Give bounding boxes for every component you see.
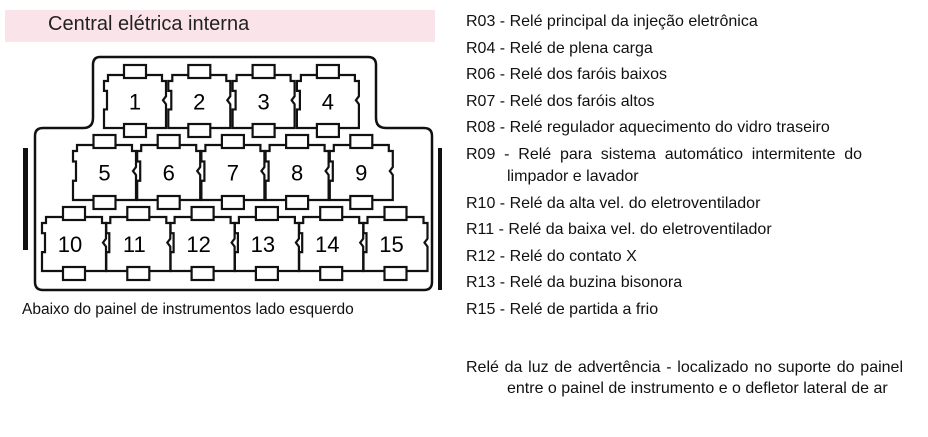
legend-item: R08 - Relé regulador aquecimento do vidr… [466, 119, 830, 137]
relay-terminal-tab [315, 122, 340, 139]
relay-terminal-tab [156, 194, 181, 211]
relay-terminal-tab [126, 205, 151, 222]
relay-terminal-tab [122, 122, 148, 139]
relay-terminal-tab [187, 122, 212, 139]
relay-terminal-tab [383, 265, 408, 282]
legend-item: R15 - Relé de partida a frio [466, 300, 659, 318]
relay-legend: R03 - Relé principal da injeção eletrôni… [466, 11, 862, 326]
relay-number: 7 [227, 161, 239, 186]
relay-terminal-tab [251, 122, 276, 139]
relay-terminal-tab [383, 205, 408, 222]
relay-terminal-tab [92, 133, 117, 150]
relay-number: 8 [291, 161, 303, 186]
relay-terminal-tab [220, 194, 245, 211]
title-band [5, 10, 435, 42]
legend-item: R12 - Relé do contato X [466, 247, 637, 265]
right-clip [438, 148, 442, 290]
relay-terminal-tab [61, 205, 87, 222]
legend-item: R04 - Relé de plena carga [466, 39, 653, 57]
relay-slot-12: 12 [169, 205, 236, 282]
relay-slot-4: 4 [295, 63, 360, 139]
relay-terminal-tab [315, 63, 340, 80]
relay-number: 9 [355, 161, 367, 186]
relay-slot-1: 1 [102, 63, 168, 139]
relay-terminal-tab [349, 133, 374, 150]
relay-terminal-tab [254, 205, 279, 222]
relay-terminal-tab [319, 265, 344, 282]
relay-number: 6 [163, 161, 175, 186]
page-title: Central elétrica interna [48, 13, 250, 35]
relay-number: 12 [186, 232, 210, 257]
legend-item: R11 - Relé da baixa vel. do eletroventil… [466, 221, 772, 239]
warning-relay-note: Relé da luz de advertência - localizado … [466, 359, 903, 397]
relay-slot-6: 6 [136, 133, 202, 211]
relay-slot-14: 14 [298, 205, 365, 282]
relay-terminal-tab [251, 63, 276, 80]
relay-slot-8: 8 [264, 133, 330, 211]
relay-terminal-tab [61, 265, 87, 282]
relay-terminal-tab [190, 265, 215, 282]
legend-item: R07 - Relé dos faróis altos [466, 92, 655, 110]
relay-number: 11 [123, 232, 146, 257]
relay-slot-15: 15 [362, 205, 429, 282]
relay-terminal-tab [126, 265, 151, 282]
relay-slot-10: 10 [40, 205, 108, 282]
relay-number: 4 [322, 90, 334, 115]
relay-terminal-tab [190, 205, 215, 222]
relay-terminal-tab [122, 63, 148, 80]
relay-terminal-tab [349, 194, 374, 211]
relay-terminal-tab [285, 133, 310, 150]
relay-terminal-tab [92, 194, 117, 211]
legend-item: R09 - Relé para sistema automático inter… [466, 145, 862, 185]
legend-item: R06 - Relé dos faróis baixos [466, 66, 667, 84]
housing-outline [33, 55, 434, 292]
relay-slot-2: 2 [167, 63, 232, 139]
relay-terminal-tab [254, 265, 279, 282]
relay-slot-7: 7 [200, 133, 266, 211]
relay-number: 13 [251, 232, 275, 257]
legend-item: R10 - Relé da alta vel. do eletroventila… [466, 194, 761, 212]
relay-terminal-tab [285, 194, 310, 211]
relay-terminal-tab [187, 63, 212, 80]
relay-terminal-tab [220, 133, 245, 150]
relay-terminal-tab [319, 205, 344, 222]
relay-slot-11: 11 [105, 205, 172, 282]
relay-number: 14 [315, 232, 339, 257]
legend-item: R13 - Relé da buzina bisonora [466, 274, 683, 292]
relay-number: 3 [257, 90, 269, 115]
relay-number: 15 [379, 232, 403, 257]
relay-number: 10 [58, 232, 82, 257]
legend-item: R03 - Relé principal da injeção eletrôni… [466, 13, 758, 30]
relay-slot-9: 9 [328, 133, 394, 211]
relay-slot-13: 13 [233, 205, 300, 282]
relay-slot-3: 3 [231, 63, 296, 139]
relay-slot-5: 5 [71, 133, 138, 211]
diagram-caption: Abaixo do painel de instrumentos lado es… [22, 301, 354, 318]
left-clip [23, 148, 28, 250]
relay-terminal-tab [156, 133, 181, 150]
relay-number: 1 [129, 90, 141, 115]
relay-number: 5 [98, 161, 110, 186]
relay-number: 2 [193, 90, 205, 115]
